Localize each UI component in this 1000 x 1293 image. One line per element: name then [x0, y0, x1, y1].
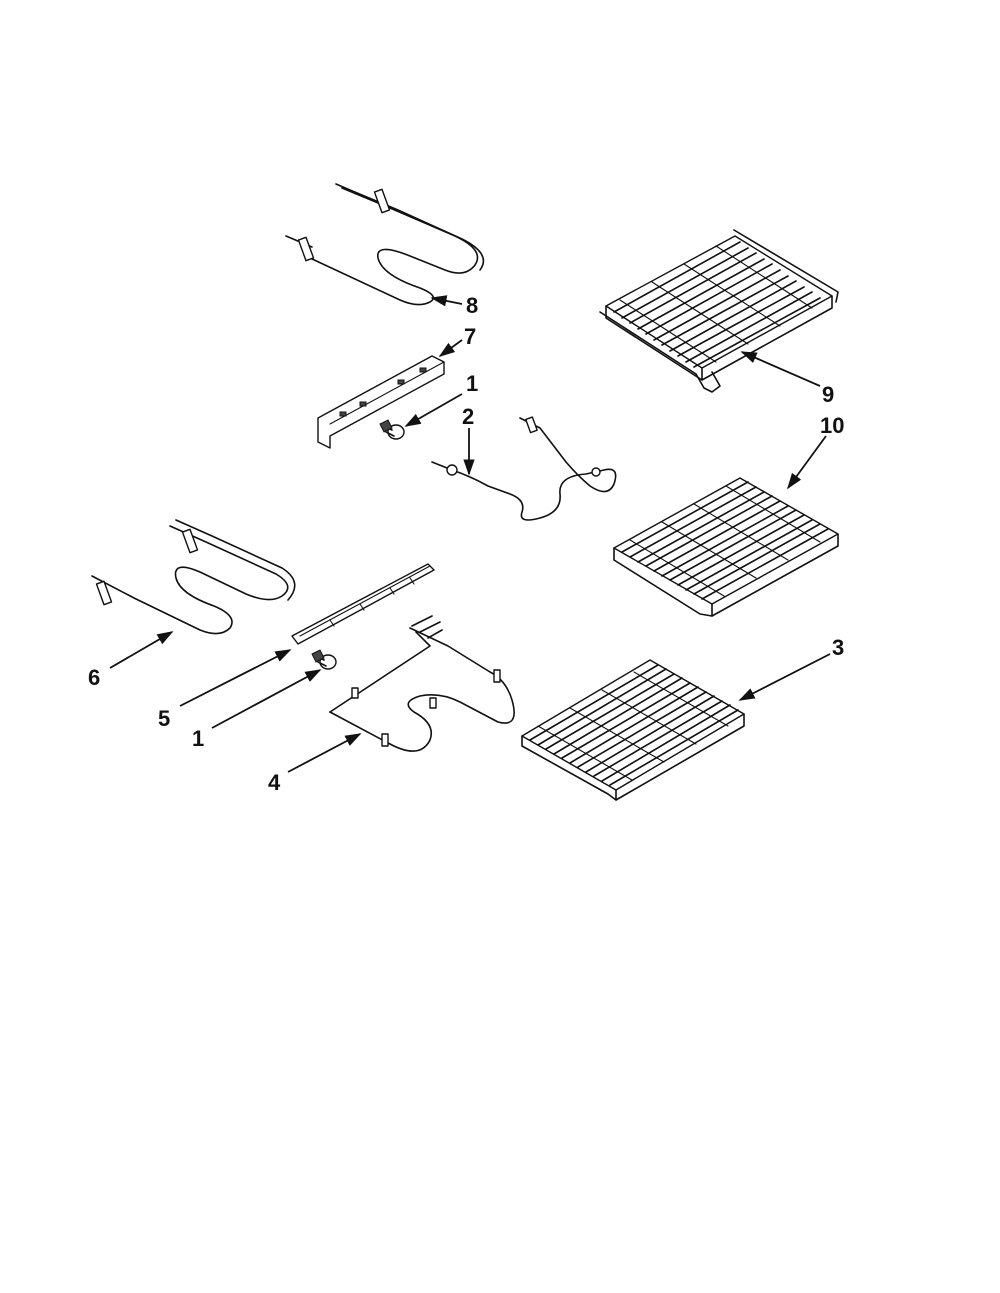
arrow-3 [738, 653, 831, 701]
callout-8: 8 [466, 293, 478, 318]
callout-6: 6 [88, 665, 100, 690]
screw-part-1-upper [379, 419, 405, 440]
arrow-5 [179, 649, 292, 707]
arrow-4 [287, 733, 362, 773]
screw-part-1-lower [311, 649, 337, 670]
strip-part-5 [291, 563, 435, 645]
arrow-8 [430, 295, 463, 307]
bake-element-part-6 [91, 519, 296, 635]
arrow-10 [787, 435, 827, 490]
callout-3: 3 [832, 635, 844, 660]
broil-element-part-8 [285, 183, 485, 306]
callout-9: 9 [822, 382, 834, 407]
oven-rack-part-10 [613, 477, 839, 617]
leader-arrows [109, 295, 831, 773]
oven-rack-part-3 [521, 659, 745, 801]
callout-1-upper: 1 [466, 371, 478, 396]
arrow-9 [740, 351, 821, 387]
callout-10: 10 [820, 413, 844, 438]
element-part-4 [329, 615, 515, 752]
sensor-part-2 [431, 416, 617, 521]
bracket-part-7 [317, 355, 445, 449]
callout-1-lower: 1 [192, 726, 204, 751]
callout-7: 7 [464, 324, 476, 349]
arrow-6 [109, 631, 174, 669]
callout-4: 4 [268, 770, 281, 795]
arrow-1a [404, 393, 463, 427]
callout-5: 5 [158, 706, 170, 731]
arrow-7 [438, 339, 463, 357]
oven-rack-part-9 [599, 229, 839, 393]
callout-2: 2 [462, 404, 474, 429]
arrow-1b [211, 669, 322, 729]
callout-labels: 8 7 1 2 9 10 6 5 1 4 3 [88, 293, 844, 795]
